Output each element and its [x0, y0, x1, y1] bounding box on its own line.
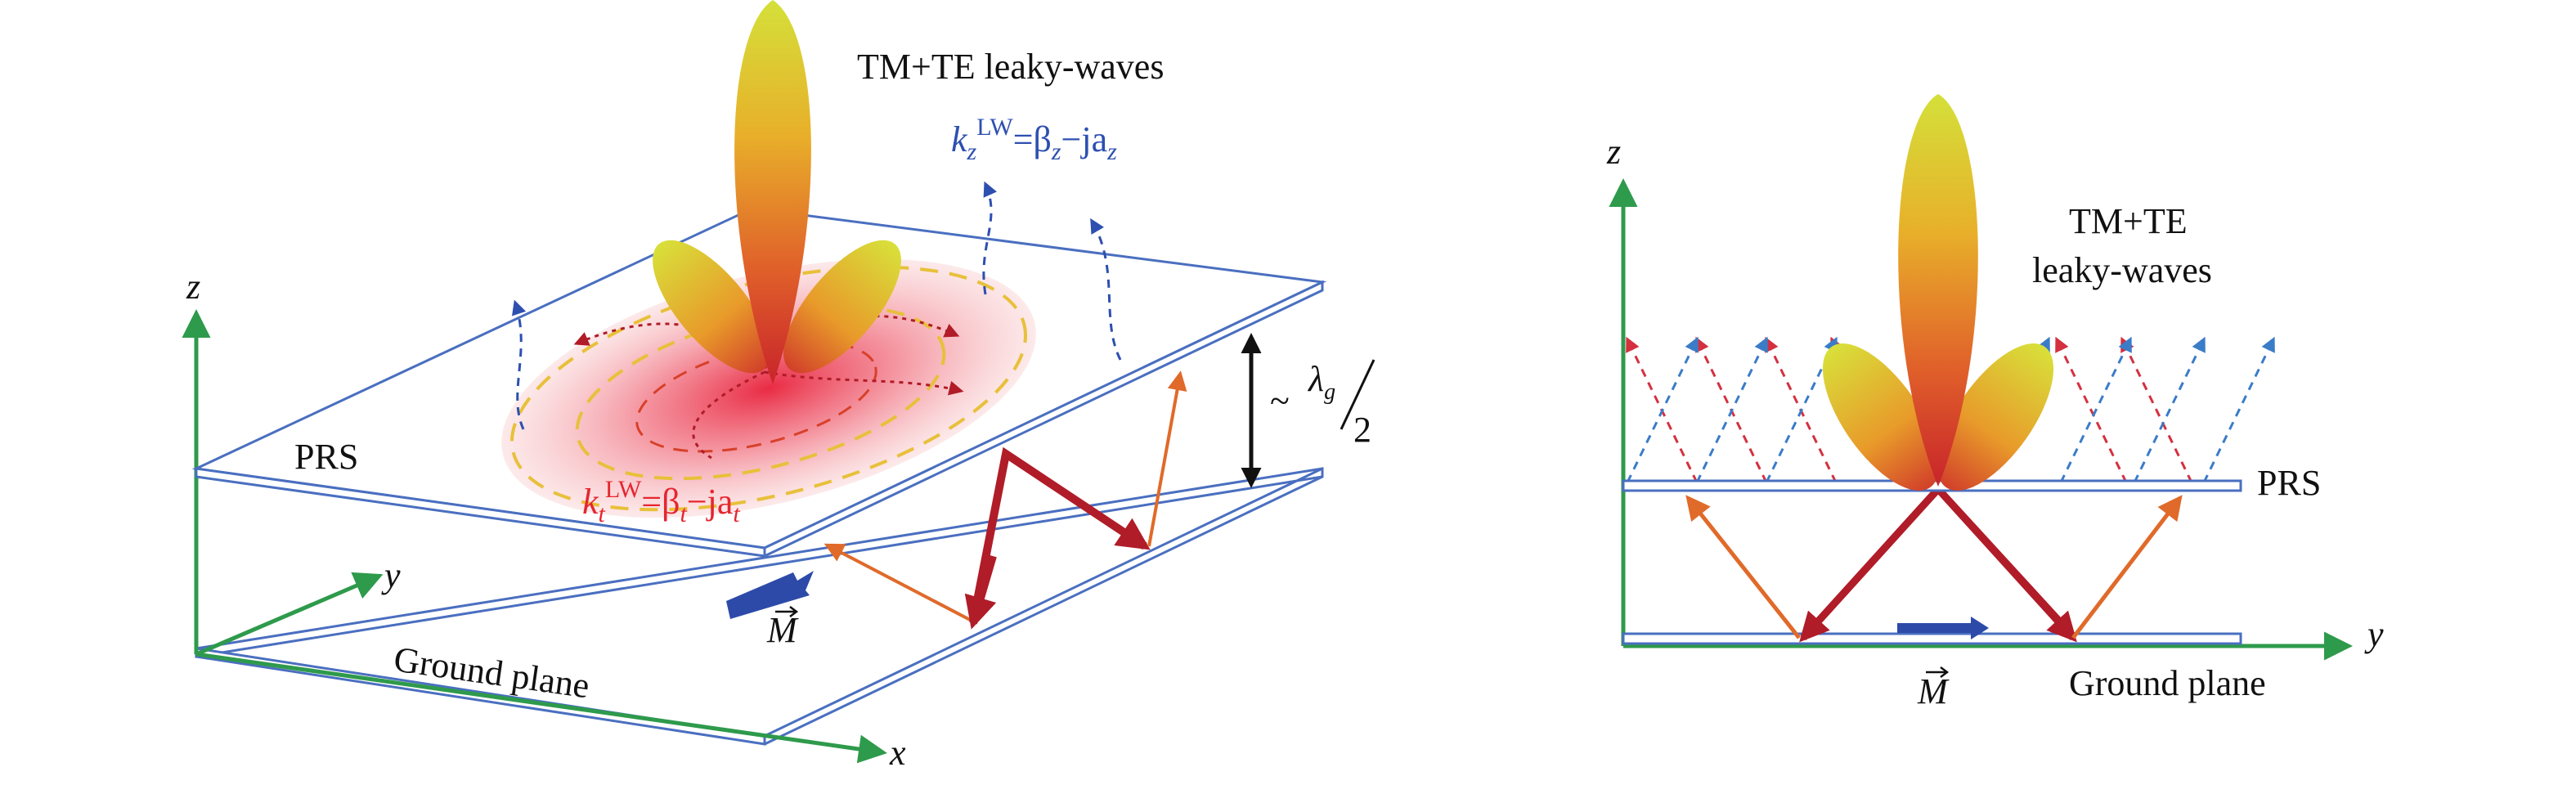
right-source-vector-mark — [1926, 666, 1950, 678]
right-side-lobes — [1822, 343, 2054, 491]
svg-text:2: 2 — [1353, 410, 1371, 450]
left-leak-arrows — [512, 181, 1122, 430]
left-source-arrow — [726, 571, 814, 619]
right-panel: TM+TE leaky-waves PRS Ground plane z y M — [1606, 94, 2384, 711]
left-prs-label: PRS — [294, 437, 358, 477]
right-title-line2: leaky-waves — [2032, 250, 2212, 290]
left-axis-y-label: y — [381, 555, 401, 595]
right-axes — [1609, 178, 2353, 661]
left-bounce-rays — [824, 370, 1187, 630]
right-source-label: M — [1917, 671, 1950, 711]
right-prs-label: PRS — [2257, 463, 2321, 503]
left-kz-formula: kzLW=βz−jaz — [951, 114, 1117, 165]
right-title-line1: TM+TE — [2069, 201, 2188, 241]
left-source-label: M — [766, 610, 799, 650]
svg-text:λg: λg — [1307, 359, 1335, 405]
left-main-lobe — [734, 0, 811, 384]
right-main-lobe — [1898, 94, 1978, 487]
left-source-vector-mark — [775, 606, 799, 617]
left-side-lobes — [653, 240, 901, 374]
left-axis-z-label: z — [186, 267, 200, 307]
left-height-label: ~ λg 2 — [1270, 359, 1376, 450]
right-ground-plane — [1622, 632, 2242, 645]
right-ground-label: Ground plane — [2069, 663, 2266, 703]
left-axes — [182, 309, 887, 764]
right-axis-z-label: z — [1606, 132, 1621, 172]
svg-text:~: ~ — [1270, 381, 1290, 421]
left-panel: TM+TE leaky-waves kzLW=βz−jaz ktLW=βt−ja… — [182, 0, 1376, 773]
left-axis-x-label: x — [889, 733, 906, 773]
right-axis-y-label: y — [2364, 614, 2384, 654]
right-source-arrow — [1897, 617, 1989, 639]
right-bounce-rays — [1685, 483, 2183, 643]
left-kt-formula: ktLW=βt−jat — [582, 476, 740, 527]
left-title: TM+TE leaky-waves — [857, 47, 1164, 87]
